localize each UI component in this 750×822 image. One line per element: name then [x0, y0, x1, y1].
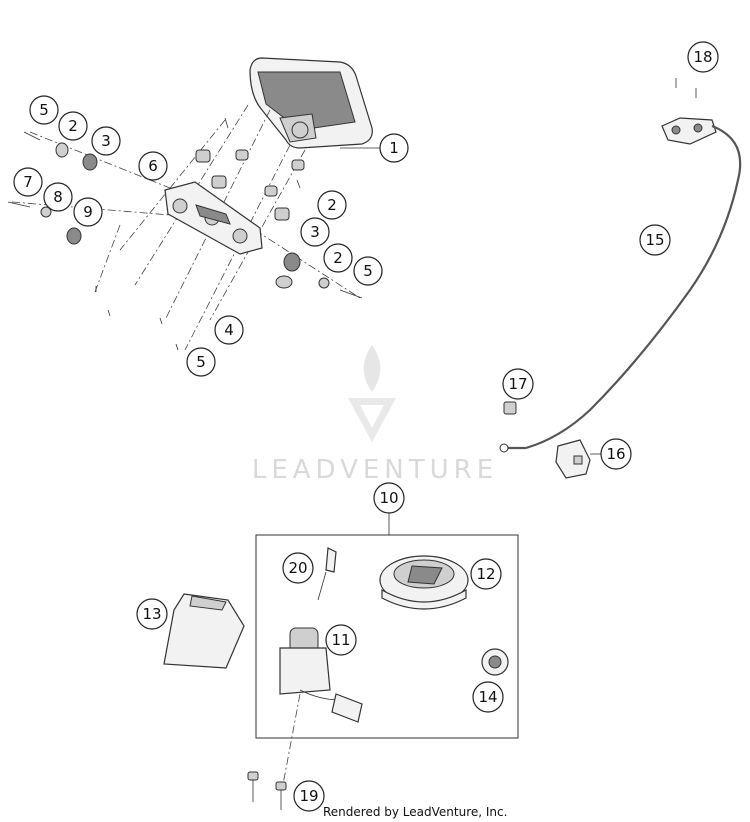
svg-text:17: 17: [508, 375, 527, 393]
svg-text:16: 16: [606, 445, 625, 463]
callout-18: 18: [687, 41, 719, 73]
watermark-text: LEADVENTURE: [252, 455, 498, 485]
svg-text:5: 5: [363, 262, 373, 280]
svg-text:2: 2: [333, 249, 343, 267]
callout-15: 15: [639, 224, 671, 256]
grommets-and-screws: [7, 117, 363, 351]
svg-text:14: 14: [478, 688, 497, 706]
svg-text:8: 8: [53, 188, 63, 206]
svg-text:5: 5: [196, 353, 206, 371]
instrument-cluster: [249, 57, 373, 149]
callout-5c: 5: [186, 347, 216, 377]
svg-text:20: 20: [288, 559, 307, 577]
ignition-switch: [279, 627, 363, 791]
callout-2b: 2: [317, 190, 347, 220]
svg-text:3: 3: [101, 132, 111, 150]
callout-14: 14: [472, 681, 504, 713]
svg-text:12: 12: [476, 565, 495, 583]
cover-housing: [163, 593, 245, 669]
svg-text:10: 10: [379, 489, 398, 507]
callout-10: 10: [373, 482, 405, 514]
fuel-cap: [379, 555, 469, 610]
callout-9: 9: [73, 197, 103, 227]
callout-8: 8: [43, 182, 73, 212]
callout-20: 20: [282, 552, 314, 584]
callout-4: 4: [214, 315, 244, 345]
callout-5b: 5: [353, 256, 383, 286]
callout-19: 19: [293, 780, 325, 812]
callout-16: 16: [590, 438, 632, 470]
svg-text:6: 6: [148, 157, 158, 175]
svg-text:2: 2: [327, 196, 337, 214]
svg-text:7: 7: [23, 173, 33, 191]
rendered-by-footer: Rendered by LeadVenture, Inc.: [323, 805, 507, 819]
svg-text:19: 19: [299, 787, 318, 805]
callout-12: 12: [470, 558, 502, 590]
svg-text:2: 2: [68, 117, 78, 135]
callout-1: 1: [340, 133, 409, 163]
steering-lock: [481, 648, 509, 676]
callout-2c: 2: [323, 243, 353, 273]
lock-set-frame: [255, 513, 519, 739]
svg-text:9: 9: [83, 203, 93, 221]
callout-5a: 5: [29, 95, 59, 125]
sensor-cable-assembly: [499, 78, 742, 479]
svg-text:15: 15: [645, 231, 664, 249]
svg-text:11: 11: [331, 631, 350, 649]
callout-7: 7: [13, 167, 43, 197]
svg-text:4: 4: [224, 321, 234, 339]
ignition-key: [317, 547, 337, 601]
callout-11: 11: [325, 624, 357, 656]
mounting-bracket: [164, 181, 263, 255]
svg-text:3: 3: [310, 223, 320, 241]
svg-text:13: 13: [142, 605, 161, 623]
svg-text:18: 18: [693, 48, 712, 66]
bolts-lower: [247, 771, 287, 810]
callout-3a: 3: [91, 126, 121, 156]
callout-13: 13: [136, 598, 168, 630]
callout-3b: 3: [300, 217, 330, 247]
callout-17: 17: [502, 368, 534, 400]
callout-6: 6: [138, 151, 168, 181]
watermark-logo: [348, 345, 396, 442]
svg-text:5: 5: [39, 101, 49, 119]
callout-2a: 2: [58, 111, 88, 141]
svg-text:1: 1: [389, 139, 399, 157]
